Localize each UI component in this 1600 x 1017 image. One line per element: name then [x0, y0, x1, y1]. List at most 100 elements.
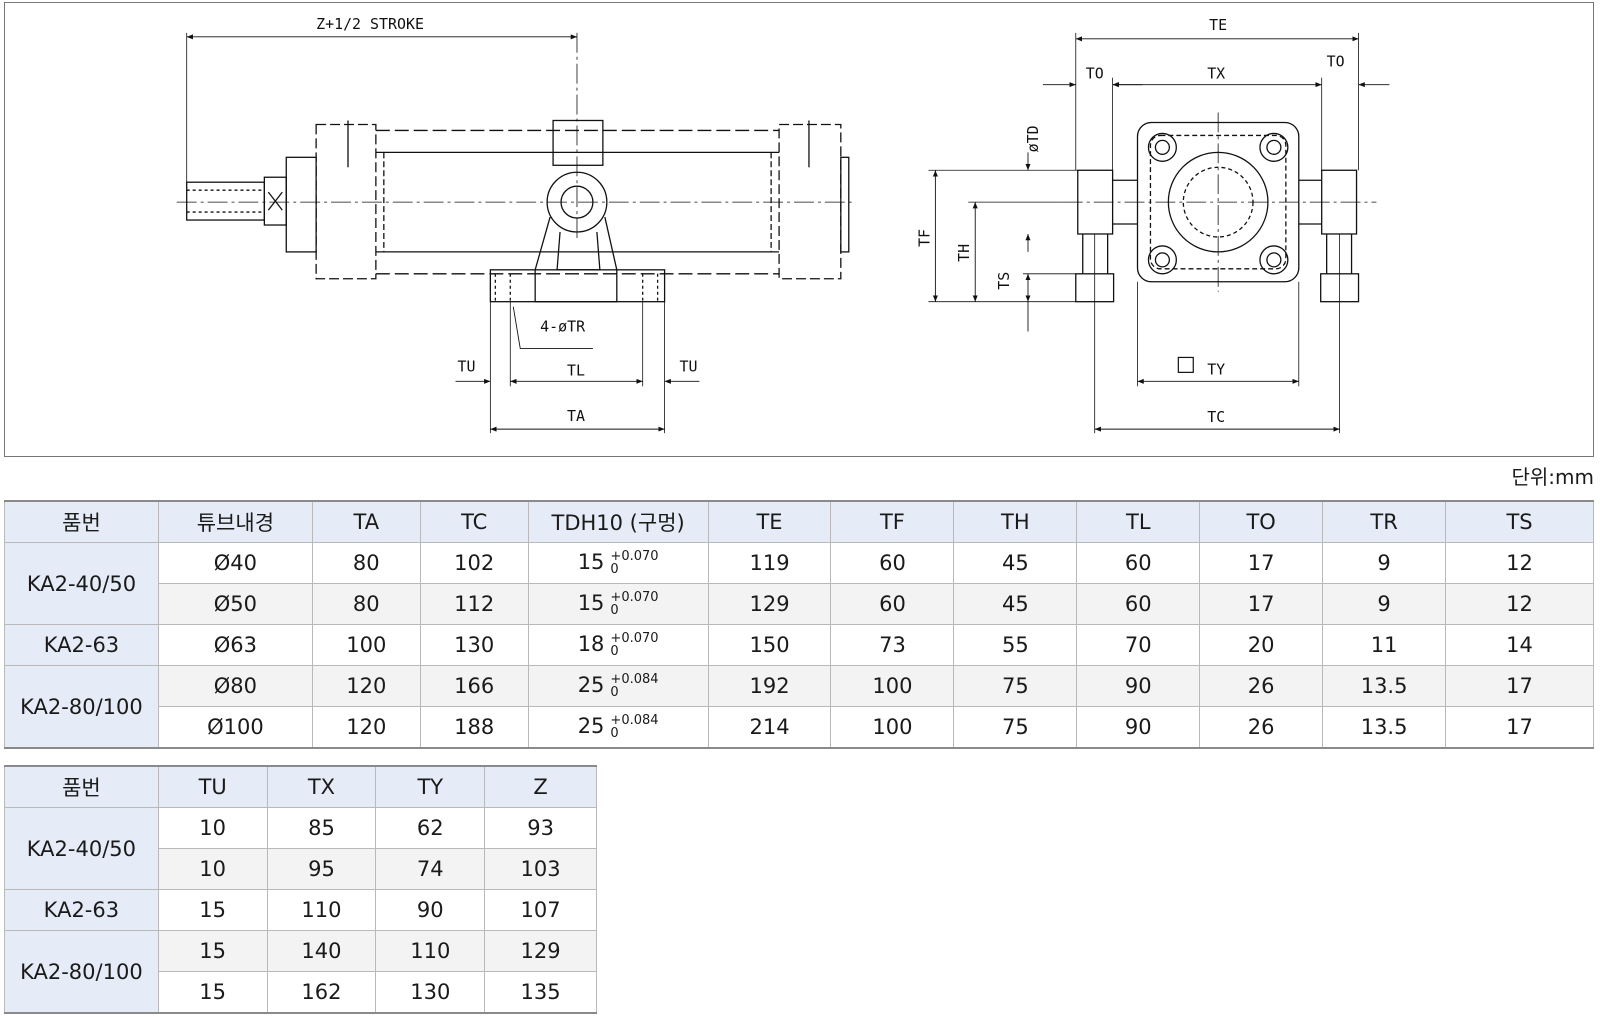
table-cell: 70 [1076, 624, 1201, 666]
label-to-left: TO [1086, 65, 1104, 83]
column-header: TH [953, 500, 1078, 543]
side-view-labels: Z+1/2 STROKE 4-øTR TU TL TU TA [316, 15, 697, 425]
table-cell: Ø80 [157, 665, 313, 707]
table-cell: 26 [1199, 665, 1324, 707]
table-cell: 62 [375, 807, 486, 849]
table-cell: 112 [419, 583, 529, 625]
model-cell: KA2-63 [4, 889, 159, 931]
column-header: Z [484, 765, 597, 808]
table-cell: 93 [484, 807, 597, 849]
table-cell: 162 [266, 971, 377, 1014]
table-cell: 17 [1199, 583, 1324, 625]
table-cell: 100 [830, 706, 955, 749]
label-to-right: TO [1327, 53, 1345, 71]
model-cell: KA2-63 [4, 624, 159, 666]
column-header: TC [419, 500, 529, 543]
table-cell: 20 [1199, 624, 1324, 666]
table-cell: 188 [419, 706, 529, 749]
table-cell: 12 [1445, 542, 1594, 584]
td-value: 15 [577, 550, 605, 574]
technical-drawing: Z+1/2 STROKE 4-øTR TU TL TU TA [4, 2, 1594, 457]
table-cell: 214 [707, 706, 832, 749]
td-value: 25 [577, 673, 605, 697]
tolerance-lower: 0 [610, 562, 619, 577]
table-cell: 9 [1322, 583, 1447, 625]
table-cell: 103 [484, 848, 597, 890]
table-cell: 100 [830, 665, 955, 707]
table-cell: 90 [1076, 706, 1201, 749]
label-tl: TL [567, 361, 585, 379]
table-cell: 17 [1445, 665, 1594, 707]
label-ts: TS [995, 272, 1013, 290]
table-cell: 129 [707, 583, 832, 625]
tolerance-lower: 0 [610, 644, 619, 659]
table-cell: 130 [419, 624, 529, 666]
tolerance-upper: +0.084 [610, 672, 659, 687]
column-header: TU [157, 765, 268, 808]
table-cell: 9 [1322, 542, 1447, 584]
tolerance-upper: +0.084 [610, 713, 659, 728]
table-cell: Ø40 [157, 542, 313, 584]
front-view-labels: TE TO TX TO øTD TF TH TS TY TC [915, 16, 1344, 426]
table-cell: 85 [266, 807, 377, 849]
table-cell: 74 [375, 848, 486, 890]
table-cell: 26 [1199, 706, 1324, 749]
column-header: TA [311, 500, 421, 543]
label-ta: TA [567, 407, 585, 425]
table-cell: 135 [484, 971, 597, 1014]
label-te: TE [1209, 16, 1227, 34]
table-cell: 75 [953, 706, 1078, 749]
tolerance-lower: 0 [610, 726, 619, 741]
column-header: TO [1199, 500, 1324, 543]
label-td: øTD [1024, 125, 1042, 152]
column-header: 품번 [4, 765, 159, 808]
table-cell: 150 [707, 624, 832, 666]
table-cell: 11 [1322, 624, 1447, 666]
label-tu-left: TU [458, 357, 476, 375]
label-th: TH [955, 244, 973, 262]
tolerance-lower: 0 [610, 685, 619, 700]
table-cell: 130 [375, 971, 486, 1014]
table-cell: 60 [830, 542, 955, 584]
column-header: TL [1076, 500, 1201, 543]
table-cell: 120 [311, 706, 421, 749]
unit-label: 단위:mm [1511, 465, 1594, 489]
tolerance-upper: +0.070 [610, 590, 659, 605]
column-header: TR [1322, 500, 1447, 543]
table-cell: 15 [157, 971, 268, 1014]
table-cell: 110 [266, 889, 377, 931]
column-header: TX [266, 765, 377, 808]
table-cell: 10 [157, 848, 268, 890]
tolerance-upper: +0.070 [610, 549, 659, 564]
td-value: 15 [577, 591, 605, 615]
column-header: 품번 [4, 500, 159, 543]
model-cell: KA2-40/50 [4, 542, 159, 625]
table-cell: 90 [1076, 665, 1201, 707]
column-header: TE [707, 500, 832, 543]
table-cell: 129 [484, 930, 597, 972]
table-cell: 13.5 [1322, 665, 1447, 707]
label-tu-right: TU [680, 357, 698, 375]
model-cell: KA2-80/100 [4, 665, 159, 749]
side-view [176, 32, 854, 434]
column-header: TY [375, 765, 486, 808]
column-header: TS [1445, 500, 1594, 543]
table-cell: 15 [157, 889, 268, 931]
